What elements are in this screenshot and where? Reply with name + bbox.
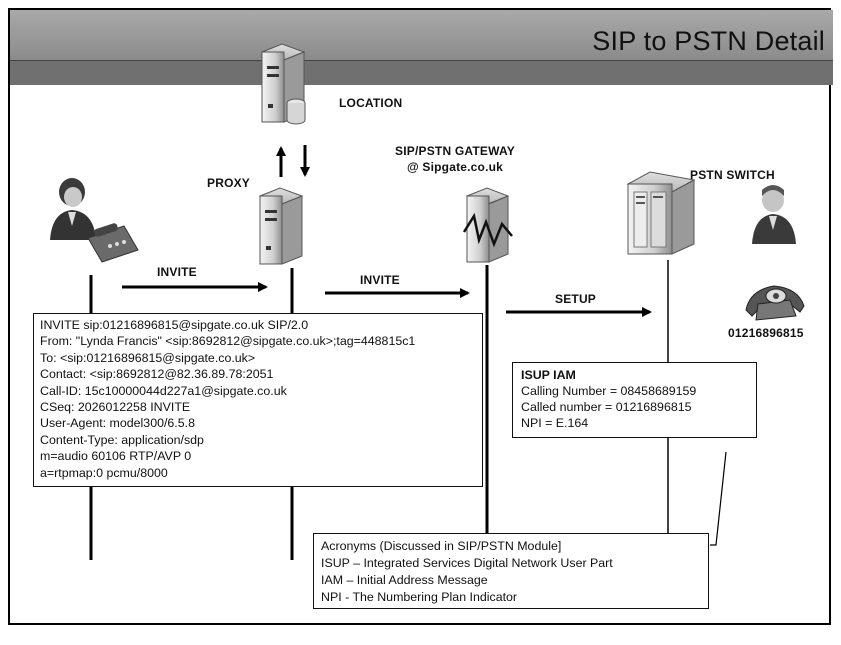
sip-line: User-Agent: model300/6.5.8 bbox=[40, 416, 195, 431]
isup-heading: ISUP IAM bbox=[521, 368, 576, 382]
sip-line: Call-ID: 15c10000044d227a1@sipgate.co.uk bbox=[40, 383, 287, 398]
setup-label: SETUP bbox=[555, 292, 597, 306]
location-server-icon bbox=[260, 43, 306, 125]
sip-line: Contact: <sip:8692812@82.36.89.78:2051 bbox=[40, 367, 274, 382]
sip-line: Content-Type: application/sdp bbox=[40, 432, 204, 447]
bracket-line bbox=[710, 451, 727, 546]
sip-line: From: "Lynda Francis" <sip:8692812@sipga… bbox=[40, 334, 416, 349]
invite-label-2: INVITE bbox=[360, 273, 400, 287]
user-with-phone-icon bbox=[50, 178, 139, 263]
sip-line: CSeq: 2026012258 INVITE bbox=[40, 400, 191, 415]
acronym-line: NPI - The Numbering Plan Indicator bbox=[321, 590, 518, 604]
isup-iam-box: ISUP IAM Calling Number = 08458689159 Ca… bbox=[512, 362, 757, 438]
sip-invite-message-box: INVITE sip:01216896815@sipgate.co.uk SIP… bbox=[33, 313, 483, 487]
switch-operator-icon bbox=[752, 185, 796, 244]
gateway-label-line1: SIP/PSTN GATEWAY bbox=[395, 144, 515, 158]
acronym-line: ISUP – Integrated Services Digital Netwo… bbox=[321, 556, 613, 570]
sip-line: m=audio 60106 RTP/AVP 0 bbox=[40, 449, 192, 464]
sip-line: INVITE sip:01216896815@sipgate.co.uk SIP… bbox=[40, 318, 309, 332]
telephone-icon bbox=[745, 285, 805, 321]
sip-line: a=rtpmap:0 pcmu/8000 bbox=[40, 465, 168, 480]
phone-number-label: 01216896815 bbox=[728, 326, 804, 340]
pstn-switch-label: PSTN SWITCH bbox=[690, 168, 775, 182]
isup-line: NPI = E.164 bbox=[521, 416, 589, 430]
proxy-server-icon bbox=[258, 187, 304, 265]
acronym-line: IAM – Initial Address Message bbox=[321, 573, 488, 587]
gateway-label-line2: @ Sipgate.co.uk bbox=[406, 160, 504, 174]
pstn-switch-icon bbox=[626, 171, 696, 255]
slide-title: SIP to PSTN Detail bbox=[592, 26, 825, 56]
isup-line: Called number = 01216896815 bbox=[521, 400, 692, 414]
proxy-label: PROXY bbox=[207, 176, 251, 190]
title-bar-band bbox=[10, 60, 833, 85]
invite-label-1: INVITE bbox=[157, 265, 197, 279]
isup-line: Calling Number = 08458689159 bbox=[521, 384, 697, 398]
location-label: LOCATION bbox=[339, 96, 403, 110]
gateway-server-icon bbox=[462, 187, 513, 263]
acronyms-box: Acronyms (Discussed in SIP/PSTN Module] … bbox=[313, 533, 709, 609]
sip-line: To: <sip:01216896815@sipgate.co.uk> bbox=[40, 350, 256, 365]
acronym-line: Acronyms (Discussed in SIP/PSTN Module] bbox=[321, 539, 562, 553]
